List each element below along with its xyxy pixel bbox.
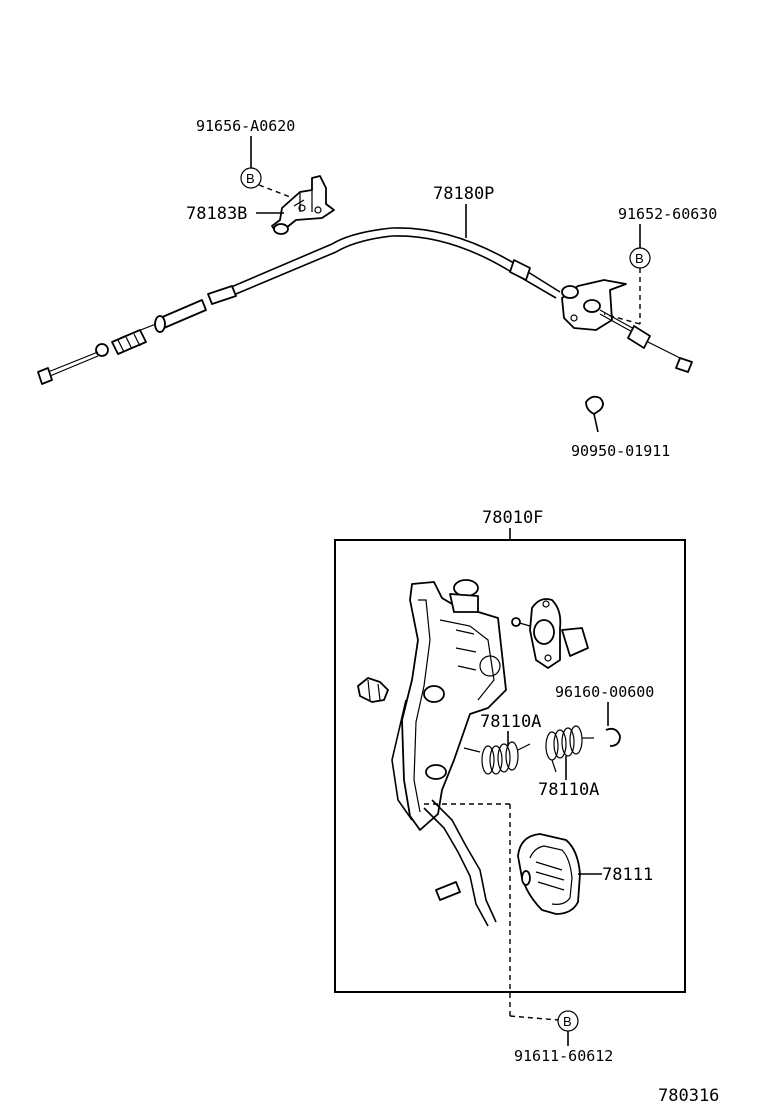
pad-callout: 78111 — [578, 865, 653, 885]
spring-right-callout: 78110A — [538, 756, 599, 800]
bolt-top-connector-icon: B — [240, 167, 262, 189]
bolt-right-connector-icon: B — [629, 247, 651, 269]
bolt-bottom-callout: B 91611-60612 — [424, 803, 613, 1065]
pedal-pad — [517, 833, 581, 915]
bolt-top-label: 91656-A0620 — [196, 117, 295, 135]
spring-left-label: 78110A — [480, 712, 541, 732]
pedal-assy-label: 78010F — [482, 508, 543, 528]
clip-label: 90950-01911 — [571, 442, 670, 460]
ring-callout: 96160-00600 — [555, 683, 654, 726]
bolt-top-connector-letter: B — [246, 171, 255, 186]
bracket-part — [271, 175, 335, 235]
bracket-label: 78183B — [186, 204, 247, 224]
bolt-bottom-connector-letter: B — [563, 1014, 572, 1029]
spring-right — [545, 725, 594, 773]
pedal-assy-frame — [334, 539, 686, 993]
bolt-top-callout: 91656-A0620 B — [196, 117, 299, 201]
cable-end-bracket — [561, 279, 693, 373]
stopper-part — [357, 677, 389, 703]
ring-part — [605, 727, 621, 747]
bracket-callout: 78183B — [186, 204, 284, 224]
cable-label: 78180P — [433, 184, 494, 204]
pedal-arm — [391, 579, 507, 927]
clip-part — [585, 395, 604, 433]
pedal-pin — [435, 881, 461, 901]
bolt-bottom-connector-icon: B — [557, 1010, 579, 1032]
bolt-bottom-label: 91611-60612 — [514, 1047, 613, 1065]
pad-label: 78111 — [602, 865, 653, 885]
accelerator-cable — [37, 227, 561, 385]
spring-right-label: 78110A — [538, 780, 599, 800]
drawing-number: 780316 — [658, 1086, 719, 1106]
pedal-assy-callout: 78010F — [482, 508, 543, 540]
ring-label: 96160-00600 — [555, 683, 654, 701]
bolt-right-callout: 91652-60630 B — [603, 205, 717, 325]
sensor-part — [511, 598, 589, 669]
bolt-right-label: 91652-60630 — [618, 205, 717, 223]
cable-callout: 78180P — [433, 184, 494, 238]
spring-left — [463, 741, 531, 775]
bolt-right-connector-letter: B — [635, 251, 644, 266]
spring-left-callout: 78110A — [480, 712, 541, 746]
